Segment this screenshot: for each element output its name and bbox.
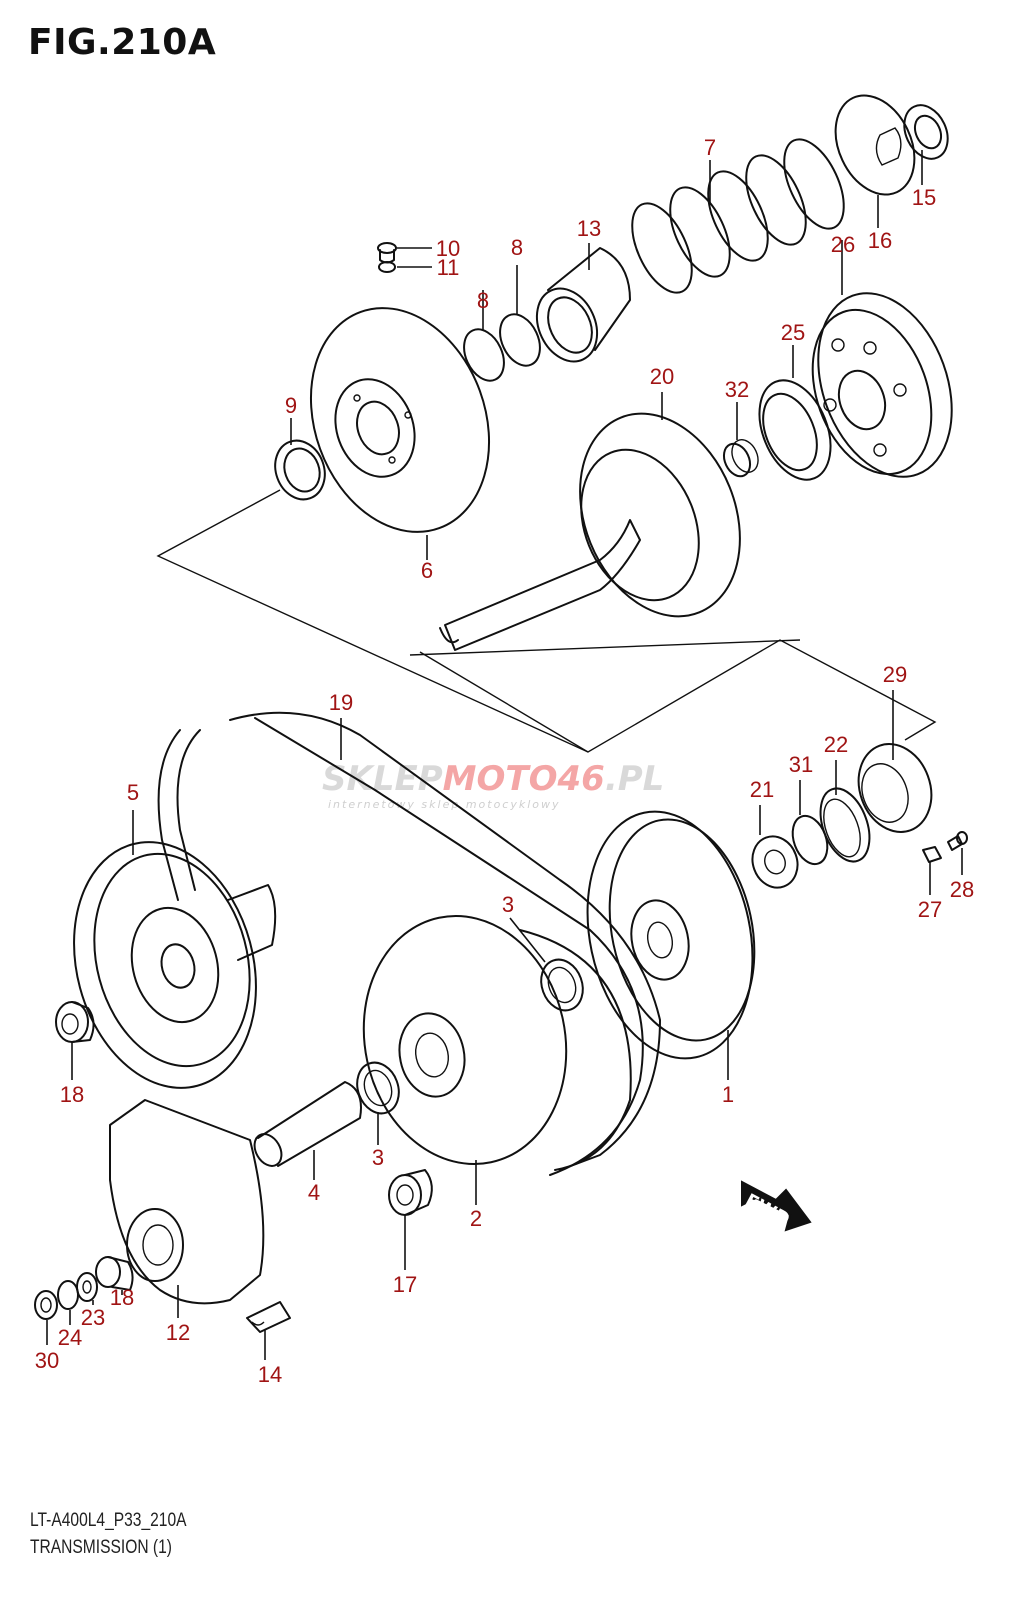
part-13-sleeve <box>535 247 631 363</box>
callout-5: 5 <box>127 780 139 805</box>
callout-8-right: 8 <box>511 235 523 260</box>
part-6-movable-face <box>309 307 491 533</box>
part-32-bushing <box>722 439 759 478</box>
watermark-brand: SKLEPMOTO46.PL <box>322 759 664 799</box>
watermark-tagline: internetowy sklep motocyklowy <box>328 798 561 811</box>
assembly-bracket-lines <box>156 489 937 753</box>
callout-25: 25 <box>781 320 805 345</box>
figure-title: FIG.210A <box>28 22 217 63</box>
part-19-drive-belt <box>157 711 661 1176</box>
part-18-bearing-left <box>55 1001 95 1043</box>
part-30-bearing <box>34 1290 58 1320</box>
callout-3-lower: 3 <box>372 1145 384 1170</box>
callout-28: 28 <box>950 877 974 902</box>
callout-3-upper: 3 <box>502 892 514 917</box>
watermark: SKLEPMOTO46.PL internetowy sklep motocyk… <box>322 759 664 811</box>
part-21-bushing <box>751 835 799 889</box>
callout-8-left: 8 <box>477 288 489 313</box>
part-18-bearing-lower <box>95 1256 134 1291</box>
callout-13: 13 <box>577 216 601 241</box>
part-3-seal-lower <box>356 1061 400 1115</box>
callout-22: 22 <box>824 732 848 757</box>
part-22-oil-seal <box>819 787 871 863</box>
part-15-nut <box>903 104 949 160</box>
callout-27: 27 <box>918 897 942 922</box>
forward-arrow-icon <box>741 1180 812 1232</box>
figure-code: LT-A400L4_P33_210A <box>30 1510 187 1531</box>
part-20-clutch-housing <box>439 412 741 651</box>
part-4-collar <box>253 1081 362 1167</box>
callout-1: 1 <box>722 1082 734 1107</box>
callout-9: 9 <box>285 393 297 418</box>
callout-6: 6 <box>421 558 433 583</box>
callout-32: 32 <box>725 377 749 402</box>
callout-31: 31 <box>789 752 813 777</box>
part-14-clip <box>246 1301 291 1333</box>
leader-lines <box>46 150 963 1360</box>
part-24-circlip <box>57 1280 79 1310</box>
callout-18-lower: 18 <box>110 1285 134 1310</box>
callout-15: 15 <box>912 185 936 210</box>
callout-29: 29 <box>883 662 907 687</box>
part-11-washer <box>378 261 396 273</box>
figure-name: TRANSMISSION (1) <box>30 1537 172 1558</box>
callout-21: 21 <box>750 777 774 802</box>
part-9-seal <box>274 439 326 501</box>
callout-26: 26 <box>831 232 855 257</box>
part-27-washer <box>922 846 942 863</box>
fwd-direction-marker: FWD <box>741 1180 812 1232</box>
part-23-washer <box>76 1272 98 1302</box>
callout-labels: 1 2 3 3 4 5 6 7 8 8 9 10 11 12 13 14 15 … <box>35 135 974 1387</box>
part-7-spring <box>631 138 845 294</box>
part-26-clutch-shoe <box>811 292 953 478</box>
callout-7: 7 <box>704 135 716 160</box>
part-17-bearing <box>388 1169 433 1216</box>
part-1-fixed-face <box>586 810 756 1060</box>
callout-24: 24 <box>58 1325 82 1350</box>
callout-12: 12 <box>166 1320 190 1345</box>
callout-23: 23 <box>81 1305 105 1330</box>
part-25-one-way-clutch <box>758 379 832 481</box>
callout-17: 17 <box>393 1272 417 1297</box>
part-3-seal-upper <box>540 958 584 1012</box>
callout-16: 16 <box>868 228 892 253</box>
callout-10: 10 <box>436 236 460 261</box>
callout-4: 4 <box>308 1180 320 1205</box>
part-12-cover <box>109 1099 265 1305</box>
part-16-plate <box>834 94 916 196</box>
callout-18-upper: 18 <box>60 1082 84 1107</box>
part-29-bearing <box>857 743 933 833</box>
part-8-o-rings <box>463 313 541 382</box>
part-10-bolt <box>377 242 397 264</box>
callout-20: 20 <box>650 364 674 389</box>
callout-19: 19 <box>329 690 353 715</box>
callout-11: 11 <box>437 255 460 280</box>
callout-14: 14 <box>258 1362 282 1387</box>
part-5-driven-face <box>73 841 277 1089</box>
callout-2: 2 <box>470 1206 482 1231</box>
part-2-drive-face <box>362 914 632 1171</box>
part-28-bolt <box>947 831 968 851</box>
callout-30: 30 <box>35 1348 59 1373</box>
